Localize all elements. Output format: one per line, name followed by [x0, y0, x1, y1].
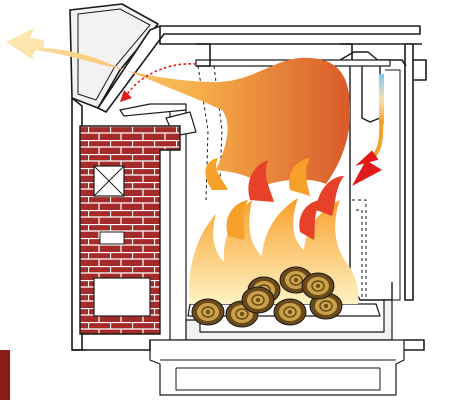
exhaust-arrow-icon: [6, 28, 44, 60]
glass-channel: [385, 70, 400, 300]
inner-slot: [100, 232, 124, 244]
base-right-foot: [404, 340, 424, 350]
outer-right-wall: [405, 44, 413, 300]
preheat-tube: [379, 74, 384, 124]
brick-lining: [80, 126, 180, 334]
corner-marker: [0, 350, 10, 400]
log-icon: [192, 299, 224, 325]
log-icon: [274, 299, 306, 325]
secondary-air-arrow-head: [352, 160, 382, 186]
log-icon: [302, 273, 334, 299]
base-left-foot: [86, 340, 150, 350]
right-return: [413, 60, 426, 80]
log-icon: [242, 287, 274, 313]
ash-door-window: [94, 278, 150, 316]
baffle-bracket-right: [340, 44, 352, 60]
